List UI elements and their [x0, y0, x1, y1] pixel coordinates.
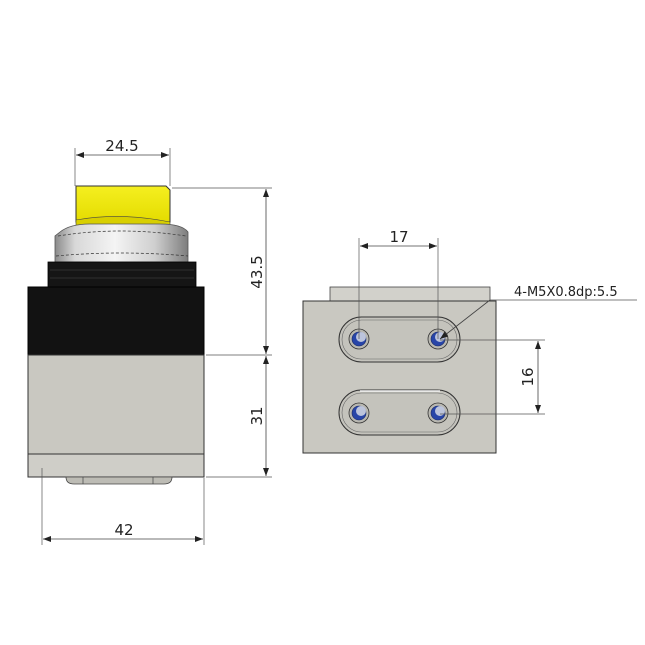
mounting-slot-upper	[338, 316, 461, 363]
bottom-view: 17 16 4-M5X0.8dp:5.5	[302, 228, 637, 454]
dimension-hole-spacing-horizontal: 17	[358, 228, 439, 339]
dimension-body-height: 31	[206, 356, 272, 478]
dimension-body-width: 42	[41, 468, 205, 545]
dimension-hole-spacing-vertical: 16	[440, 339, 545, 415]
upper-body	[27, 286, 205, 356]
dim-label-17: 17	[389, 228, 408, 246]
mounting-slot-lower	[338, 389, 461, 436]
threaded-hole	[427, 402, 449, 424]
dim-label-24-5: 24.5	[105, 137, 138, 155]
dim-label-31: 31	[248, 406, 266, 425]
top-flange	[329, 286, 491, 302]
thread-callout: 4-M5X0.8dp:5.5	[439, 285, 637, 340]
thread-callout-label: 4-M5X0.8dp:5.5	[514, 285, 618, 300]
dim-label-42: 42	[114, 521, 133, 539]
bottom-boss	[65, 476, 173, 485]
selector-knob	[75, 185, 171, 227]
dimension-knob-width: 24.5	[74, 137, 171, 186]
lower-body	[27, 354, 205, 455]
threaded-hole	[348, 402, 370, 424]
dimension-upper-height: 43.5	[172, 187, 272, 356]
dim-label-43-5: 43.5	[248, 255, 266, 288]
dim-label-16: 16	[519, 367, 537, 386]
threaded-nut	[47, 261, 197, 289]
base-plate	[27, 453, 205, 478]
front-view: 24.5 43.5 31 42	[27, 137, 272, 545]
bezel-ring	[54, 223, 189, 263]
